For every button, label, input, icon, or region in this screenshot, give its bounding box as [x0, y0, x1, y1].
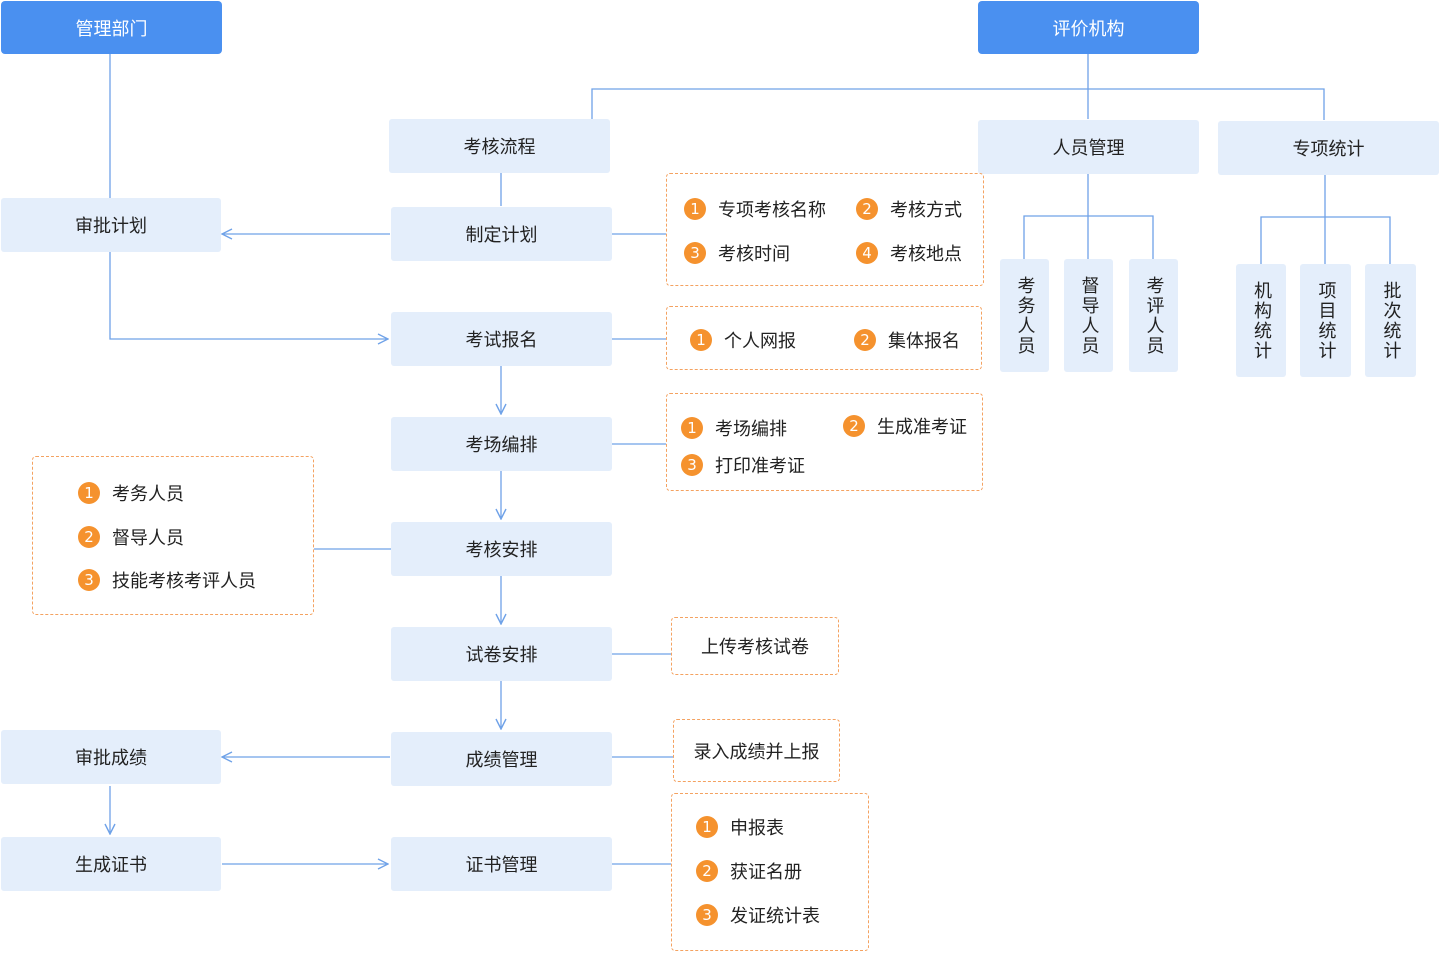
approve-scores-box: 审批成绩 — [1, 730, 221, 784]
special-statistics-box: 专项统计 — [1218, 121, 1439, 175]
process-header: 考核流程 — [389, 119, 610, 173]
venue-details-box — [666, 393, 983, 491]
stat-batch: 批次统计 — [1365, 264, 1416, 377]
line-approve-to-registration — [109, 252, 388, 339]
plan-details-box — [666, 173, 984, 286]
personnel-exam-affairs: 考务人员 — [1000, 259, 1049, 372]
stat-institution: 机构统计 — [1236, 264, 1286, 377]
registration-details-box — [666, 306, 982, 370]
personnel-evaluator: 考评人员 — [1129, 259, 1178, 372]
step-make-plan: 制定计划 — [391, 207, 612, 261]
scores-detail-text: 录入成绩并上报 — [693, 741, 820, 763]
step-score-management: 成绩管理 — [391, 732, 612, 786]
arrangement-details-box — [32, 456, 314, 615]
approve-plan-box: 审批计划 — [1, 198, 221, 252]
step-venue-arrangement: 考场编排 — [391, 417, 612, 471]
generate-certificate-box: 生成证书 — [1, 837, 221, 891]
step-paper-arrangement: 试卷安排 — [391, 627, 612, 681]
step-assessment-arrangement: 考核安排 — [391, 522, 612, 576]
scores-details-box — [673, 719, 840, 782]
stat-project: 项目统计 — [1300, 264, 1351, 377]
paper-details-box — [671, 617, 839, 675]
evaluation-header: 评价机构 — [978, 1, 1199, 54]
paper-detail-text: 上传考核试卷 — [701, 637, 809, 658]
personnel-management-box: 人员管理 — [978, 120, 1199, 174]
step-certificate-management: 证书管理 — [391, 837, 612, 891]
personnel-supervisor: 督导人员 — [1064, 259, 1113, 372]
step-registration: 考试报名 — [391, 312, 612, 366]
management-header: 管理部门 — [1, 1, 222, 54]
line-eval-branches — [591, 88, 1325, 120]
